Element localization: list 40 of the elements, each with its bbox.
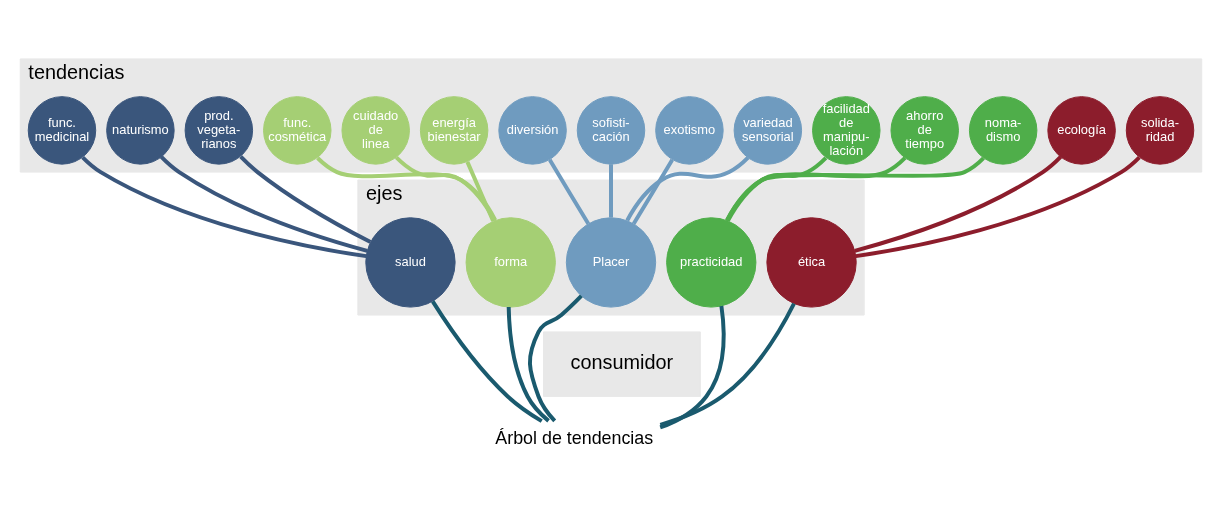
node-text: Árbol de tendencias bbox=[495, 427, 654, 448]
connector bbox=[548, 158, 590, 225]
node-circle: prod. vegeta- rianos bbox=[184, 96, 254, 165]
node-circle: facilidad de manipu- lación bbox=[812, 96, 881, 165]
node-circle: forma bbox=[465, 217, 556, 308]
connector bbox=[159, 155, 368, 253]
node-circle: sofisti- cación bbox=[576, 96, 646, 165]
node-circle: func. medicinal bbox=[27, 96, 97, 165]
connector bbox=[81, 155, 367, 259]
connector bbox=[632, 158, 674, 225]
node-circle: ahorro de tiempo bbox=[890, 96, 959, 165]
node-circle: func. cosmética bbox=[263, 96, 332, 165]
node-circle: cuidado de linea bbox=[341, 96, 410, 165]
connector bbox=[659, 305, 726, 430]
node-circle: exotismo bbox=[655, 96, 724, 165]
node-circle: ética bbox=[766, 217, 857, 308]
node-circle: naturismo bbox=[106, 96, 175, 165]
node-circle: variedad sensorial bbox=[733, 96, 803, 165]
connector bbox=[609, 164, 613, 218]
node-circle: Placer bbox=[565, 217, 657, 308]
connector bbox=[506, 307, 550, 423]
connector bbox=[659, 302, 796, 427]
node-box: consumidor bbox=[543, 331, 701, 397]
node-circle: energía bienestar bbox=[419, 96, 489, 165]
connector bbox=[431, 300, 543, 423]
node-circle: diversión bbox=[498, 96, 567, 165]
node-circle: noma- dismo bbox=[968, 96, 1038, 165]
connector bbox=[855, 155, 1141, 259]
connector bbox=[528, 294, 583, 423]
connector bbox=[625, 156, 750, 222]
connector bbox=[316, 156, 497, 222]
connector bbox=[239, 155, 372, 244]
node-circle: ecología bbox=[1047, 96, 1116, 165]
node-circle: solida- ridad bbox=[1125, 96, 1195, 165]
connector bbox=[726, 156, 828, 222]
node-circle: practicidad bbox=[666, 217, 757, 308]
connector bbox=[725, 156, 985, 222]
node-circle: salud bbox=[365, 217, 456, 308]
connector bbox=[854, 155, 1063, 253]
connector bbox=[465, 161, 495, 222]
